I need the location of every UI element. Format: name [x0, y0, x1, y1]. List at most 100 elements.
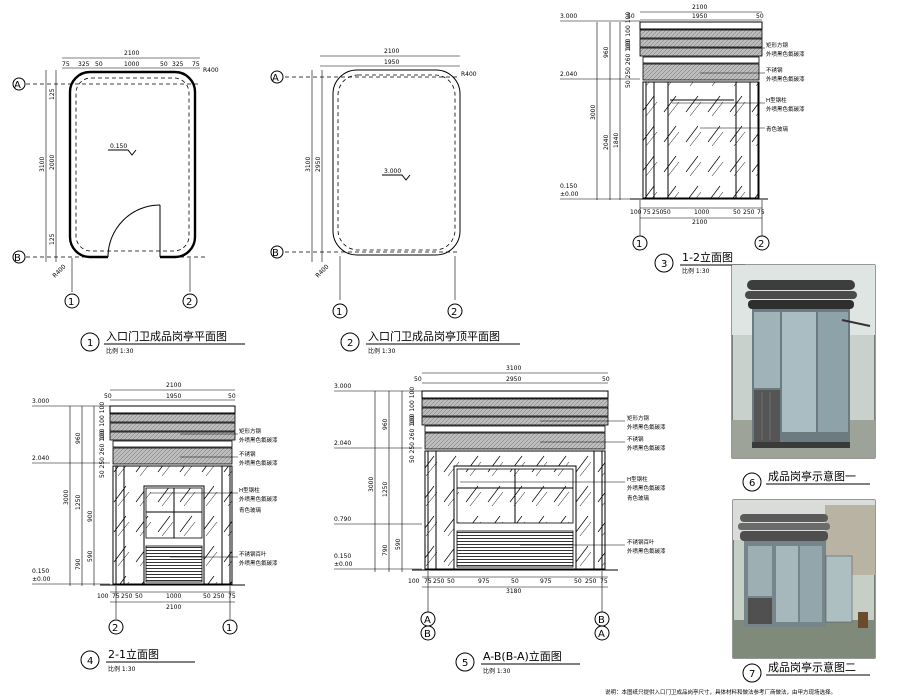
dim-2000: 2000 [49, 155, 56, 170]
dim-75: 75 [600, 578, 608, 585]
dim-50: 50 [511, 578, 519, 585]
dim-3000: 3000 [63, 490, 70, 505]
dim-75: 75 [62, 61, 70, 68]
dim-50: 50 [203, 593, 211, 600]
dim-975: 975 [540, 578, 552, 585]
level-3000: 3.000 [32, 398, 49, 405]
title-3-number: 3 [661, 259, 667, 270]
dim-3100: 3100 [39, 157, 46, 172]
note-paint: 外喷黑色氟碳漆 [627, 547, 666, 555]
level-0150: 0.150 [560, 183, 577, 190]
dim-3100: 3100 [506, 365, 521, 372]
dim-75: 75 [757, 209, 765, 216]
dim-50: 50 [95, 61, 103, 68]
title-4: 2-1立面图 [108, 647, 159, 661]
dim-stack: 50 250 260 100 [409, 415, 416, 463]
dim-250: 250 [652, 209, 664, 216]
axis-2-label: 2 [186, 297, 192, 308]
note-paint: 外喷黑色氟碳漆 [766, 105, 805, 113]
elevation-a-b: 3100 2950 50 50 3.000 2.040 0.790 0.150 … [334, 365, 666, 675]
title-5: A-B(B-A)立面图 [483, 649, 562, 663]
dim-1950: 1950 [692, 13, 707, 20]
dim-3180: 3180 [506, 588, 521, 595]
title-4-scale: 比例 1:30 [108, 665, 136, 673]
note-paint: 外喷黑色氟碳漆 [239, 436, 278, 444]
dim-2950: 2950 [315, 157, 322, 172]
level-3000: 3.000 [560, 13, 577, 20]
title-5-scale: 比例 1:30 [483, 667, 511, 675]
dim-2100: 2100 [166, 382, 181, 389]
dim-3000: 3000 [368, 477, 375, 492]
title-1-number: 1 [87, 338, 93, 349]
dim-r400: R400 [461, 71, 477, 78]
note-glass: 青色玻璃 [627, 494, 650, 502]
note-paint: 外喷黑色氟碳漆 [627, 444, 666, 452]
dim-1000: 1000 [124, 61, 139, 68]
dim-75: 75 [643, 209, 651, 216]
dim-2100: 2100 [692, 219, 707, 226]
dim-2040: 2040 [603, 135, 610, 150]
dim-590: 590 [87, 550, 94, 562]
floor-level: 0.150 [110, 143, 127, 150]
dim-50: 50 [104, 393, 112, 400]
dim-1250: 1250 [382, 482, 389, 497]
dim-1000: 1000 [166, 593, 181, 600]
note-paint: 外喷黑色氟碳漆 [627, 484, 666, 492]
dim-2100: 2100 [692, 4, 707, 11]
dim-r400: R400 [314, 263, 330, 279]
dim-3100: 3100 [305, 157, 312, 172]
axis-1-label: 1 [226, 623, 232, 634]
note-glass: 青色玻璃 [239, 506, 262, 514]
dim-125: 125 [49, 88, 56, 100]
axis-a-label: A [14, 80, 21, 91]
note-glass: 青色玻璃 [766, 125, 789, 133]
axis-b-label: B [272, 248, 279, 259]
dim-1000: 1000 [694, 209, 709, 216]
dim-50: 50 [733, 209, 741, 216]
note-h-steel: H型钢柱 [239, 486, 260, 494]
floor-plan: 2100 75 325 50 1000 50 325 75 R400 3100 … [12, 50, 245, 355]
dim-125: 125 [49, 233, 56, 245]
dim-50: 50 [602, 376, 610, 383]
roof-level: 3.000 [384, 168, 401, 175]
dim-975: 975 [478, 578, 490, 585]
dim-r400: R400 [51, 263, 67, 279]
dim-50: 50 [414, 376, 422, 383]
dim-900: 900 [87, 510, 94, 522]
roof-plan: 2100 1950 R400 3100 2950 A B 3.000 1 2 R… [270, 48, 520, 355]
dim-325: 325 [78, 61, 90, 68]
title-7: 成品岗亭示意图二 [768, 660, 856, 674]
title-5-number: 5 [462, 658, 468, 669]
level-2040: 2.040 [334, 440, 351, 447]
dim-100: 100 [630, 209, 642, 216]
dim-stack: 100 100 100 [99, 402, 106, 440]
title-2-scale: 比例 1:30 [368, 347, 396, 355]
dim-50: 50 [627, 13, 635, 20]
dim-2100: 2100 [166, 604, 181, 611]
dim-250: 250 [121, 593, 133, 600]
title-6: 成品岗亭示意图一 [768, 469, 856, 483]
title-6-number: 6 [749, 478, 755, 489]
axis-2-label: 2 [112, 623, 118, 634]
dim-2950: 2950 [506, 376, 521, 383]
title-1-scale: 比例 1:30 [106, 347, 134, 355]
dim-325: 325 [172, 61, 184, 68]
dim-stack: 50 250 260 100 [99, 430, 106, 478]
title-7-number: 7 [749, 669, 755, 680]
level-2040: 2.040 [32, 455, 49, 462]
dim-790: 790 [382, 544, 389, 556]
dim-50: 50 [135, 593, 143, 600]
note-paint: 外喷黑色氟碳漆 [239, 559, 278, 567]
dim-100: 100 [408, 578, 420, 585]
axis-b-label: B [14, 253, 21, 264]
axis-1-label: 1 [336, 307, 342, 318]
level-000: ±0.00 [334, 561, 353, 568]
dim-250: 250 [433, 578, 445, 585]
level-000: ±0.00 [32, 576, 51, 583]
dim-stack: 50 250 260 100 [625, 40, 632, 88]
level-0150: 0.150 [32, 568, 49, 575]
axis-b-label: B [598, 615, 605, 626]
dim-50: 50 [574, 578, 582, 585]
dim-2100: 2100 [384, 48, 399, 55]
title-3: 1-2立面图 [682, 250, 733, 264]
